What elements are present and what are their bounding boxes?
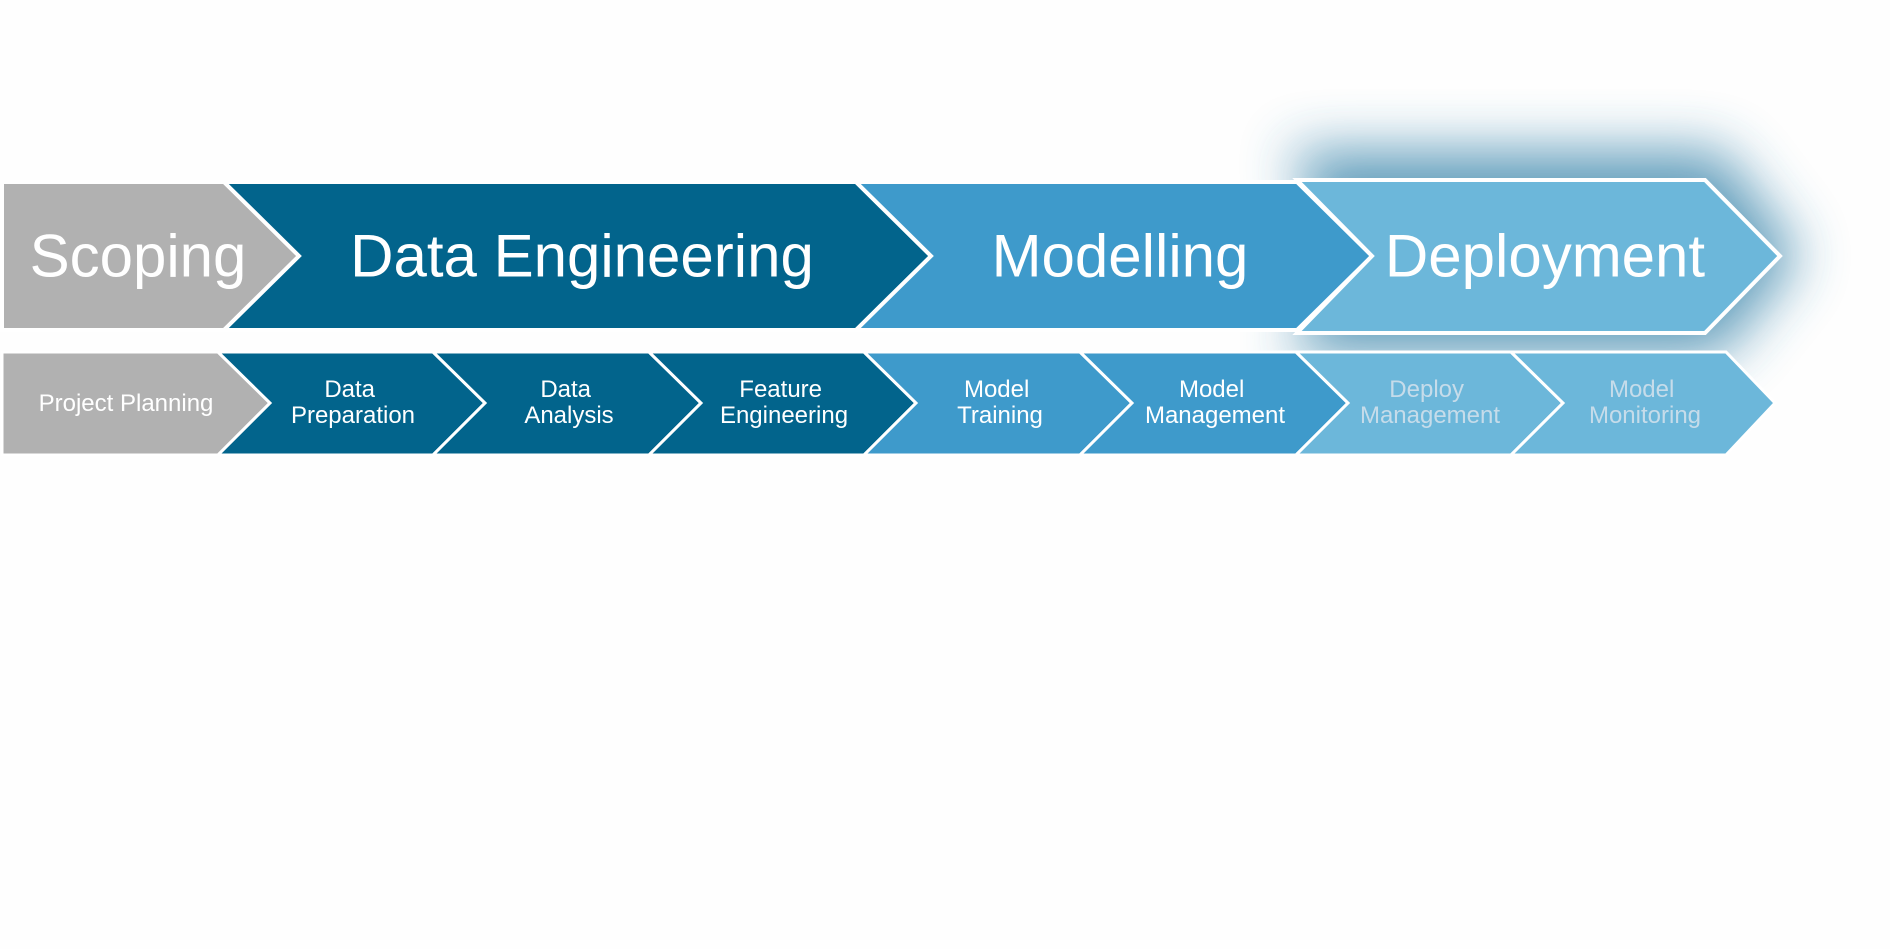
step-feature-engineering[interactable]: Feature Engineering (645, 350, 919, 457)
step-deploy-management[interactable]: Deploy Management (1292, 350, 1566, 457)
step-data-analysis-label: Data Analysis (524, 376, 613, 429)
phase-deployment-label: Deployment (1385, 223, 1705, 290)
step-data-preparation[interactable]: Data Preparation (214, 350, 488, 457)
phase-row: Scoping Data Engineering Modelling Deplo… (0, 178, 1783, 335)
step-project-planning[interactable]: Project Planning (0, 350, 273, 457)
step-feature-engineering-label: Feature Engineering (720, 376, 848, 429)
phase-modelling[interactable]: Modelling (851, 180, 1375, 332)
phase-modelling-label: Modelling (992, 223, 1249, 290)
step-deploy-management-label: Deploy Management (1360, 376, 1500, 429)
step-data-preparation-label: Data Preparation (291, 376, 415, 429)
phase-scoping[interactable]: Scoping (0, 180, 302, 332)
step-project-planning-label: Project Planning (39, 390, 214, 417)
step-model-training[interactable]: Model Training (860, 350, 1135, 457)
step-model-management[interactable]: Model Management (1076, 350, 1351, 457)
step-model-management-label: Model Management (1145, 376, 1285, 429)
phase-data-engineering[interactable]: Data Engineering (219, 180, 934, 332)
step-model-monitoring-label: Model Monitoring (1589, 376, 1701, 429)
phase-scoping-label: Scoping (30, 223, 247, 290)
phase-data-engineering-label: Data Engineering (350, 223, 814, 290)
step-model-monitoring[interactable]: Model Monitoring (1507, 350, 1778, 457)
phase-deployment[interactable]: Deployment (1292, 178, 1783, 335)
step-model-training-label: Model Training (957, 376, 1043, 429)
step-row: Project Planning Data Preparation Data A… (0, 350, 1778, 457)
